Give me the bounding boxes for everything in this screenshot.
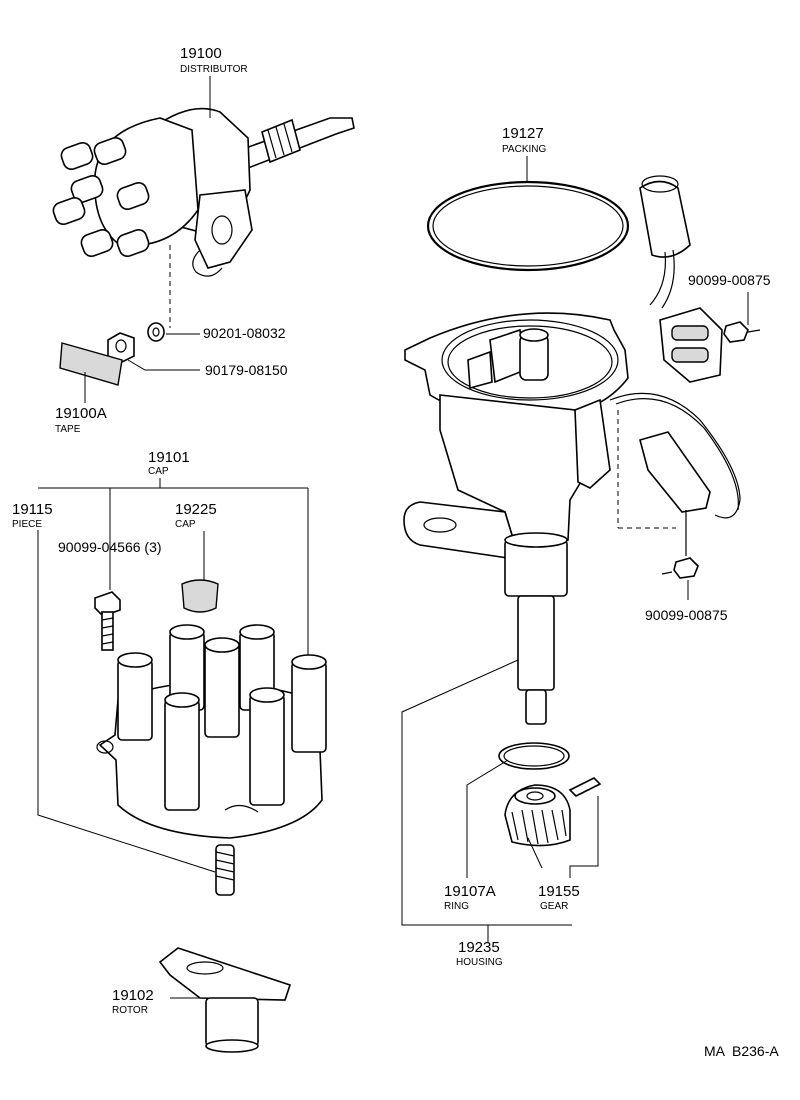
packing-ring-drawing bbox=[426, 180, 630, 272]
distributor-assembly-drawing bbox=[52, 107, 355, 328]
part-number-90179-08150: 90179-08150 bbox=[205, 362, 288, 378]
rotor-drawing bbox=[158, 947, 292, 1053]
part-number-19107A: 19107A bbox=[444, 883, 496, 900]
pin-drawing bbox=[568, 777, 602, 797]
sensor-connector-drawing bbox=[639, 175, 691, 309]
part-number-19235: 19235 bbox=[458, 939, 500, 956]
part-number-19100: 19100 bbox=[180, 45, 222, 62]
part-number-90099-00875-lower: 90099-00875 bbox=[645, 607, 728, 623]
cap-screw-drawing bbox=[94, 591, 121, 651]
washer-drawing bbox=[147, 322, 165, 342]
part-number-90201-08032: 90201-08032 bbox=[203, 325, 286, 341]
part-name-piece: PIECE bbox=[12, 519, 42, 530]
part-name-housing: HOUSING bbox=[456, 957, 503, 968]
carbon-piece-drawing bbox=[215, 844, 235, 896]
part-name-distributor: DISTRIBUTOR bbox=[180, 64, 248, 75]
part-number-90099-00875-upper: 90099-00875 bbox=[688, 272, 771, 288]
drive-gear-drawing bbox=[504, 784, 571, 847]
part-name-tape: TAPE bbox=[55, 424, 81, 435]
distributor-cap-drawing bbox=[96, 624, 327, 839]
part-name-rotor: ROTOR bbox=[112, 1005, 148, 1016]
part-number-19102: 19102 bbox=[112, 987, 154, 1004]
part-number-90099-04566: 90099-04566 (3) bbox=[58, 539, 162, 555]
part-number-19155: 19155 bbox=[538, 883, 580, 900]
tape-drawing bbox=[59, 342, 123, 386]
part-number-19127: 19127 bbox=[502, 125, 544, 142]
part-name-cap-19225: CAP bbox=[175, 519, 196, 530]
part-name-gear: GEAR bbox=[540, 901, 568, 912]
screw-90099-00875-lower-drawing bbox=[661, 510, 699, 579]
wire-clamp-drawing bbox=[659, 307, 723, 383]
diagram-reference-code: MA B236-A bbox=[704, 1043, 779, 1059]
screw-90099-00875-upper-drawing bbox=[723, 321, 761, 343]
part-number-19225: 19225 bbox=[175, 501, 217, 518]
small-cap-drawing bbox=[181, 579, 219, 613]
part-name-ring: RING bbox=[444, 901, 469, 912]
o-ring-drawing bbox=[498, 742, 570, 770]
part-number-19100A: 19100A bbox=[55, 405, 107, 422]
part-name-packing: PACKING bbox=[502, 144, 546, 155]
part-number-19101: 19101 bbox=[148, 449, 190, 466]
part-name-cap-19101: CAP bbox=[148, 466, 169, 477]
part-number-19115: 19115 bbox=[12, 501, 53, 518]
distributor-housing-drawing bbox=[403, 312, 741, 725]
